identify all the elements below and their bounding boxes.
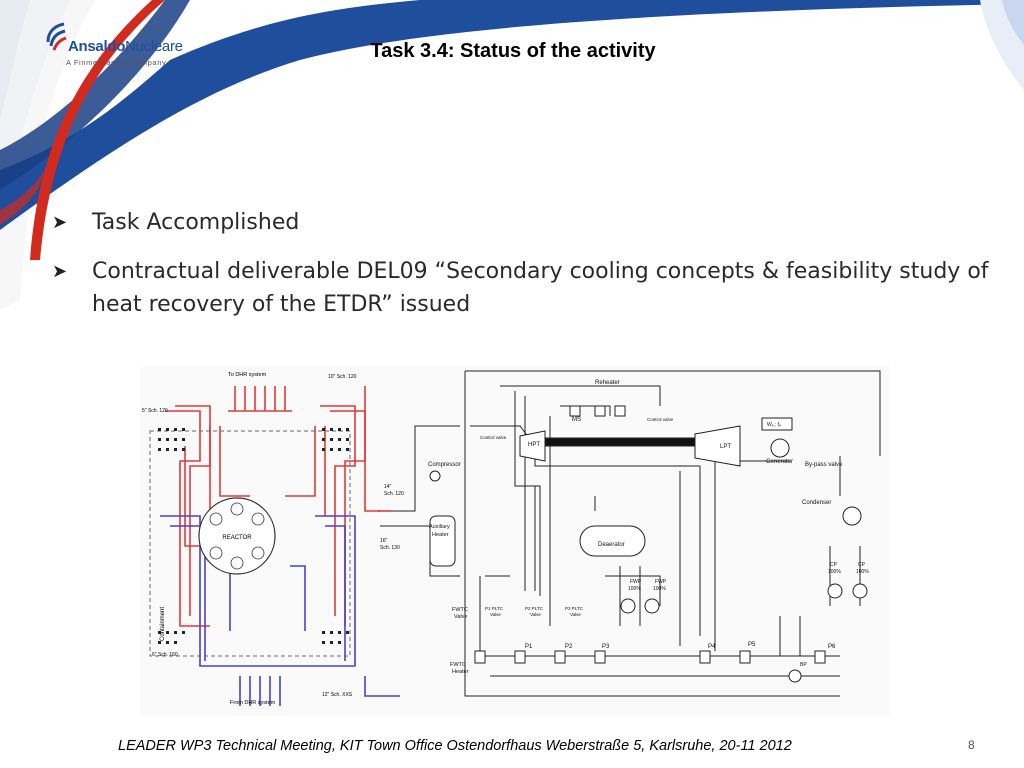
svg-text:100%: 100%	[653, 586, 666, 592]
logo-mark-icon	[46, 22, 67, 51]
hp-turbine	[519, 430, 546, 462]
pipe-label-12: 12" Sch. XXS	[322, 692, 353, 698]
svg-text:FWTC: FWTC	[450, 662, 466, 668]
ansaldo-nucleare-logo: AnsaldoNucleare A Finmeccanica Company	[44, 18, 184, 74]
svg-text:P3 PLTC: P3 PLTC	[565, 606, 584, 611]
footer-text: LEADER WP3 Technical Meeting, KIT Town O…	[118, 738, 792, 754]
svg-text:Auxiliary: Auxiliary	[429, 524, 450, 530]
pipe-label-14b: Sch. 120	[384, 491, 404, 497]
svg-text:Valve: Valve	[530, 612, 541, 617]
svg-text:P3: P3	[602, 644, 610, 650]
condenser-icon	[842, 506, 862, 526]
svg-text:Generator: Generator	[766, 459, 793, 465]
svg-text:P2: P2	[565, 644, 573, 650]
svg-text:Valve: Valve	[490, 612, 501, 617]
svg-text:Condenser: Condenser	[802, 500, 831, 506]
svg-text:LPT: LPT	[720, 444, 731, 450]
pipe-label-16a: 16"	[380, 538, 388, 544]
to-dhr-label: To DHR system	[228, 372, 267, 378]
logo-name-light: Nucleare	[125, 38, 183, 55]
svg-text:100%: 100%	[856, 569, 869, 575]
svg-text:MS: MS	[572, 417, 581, 423]
primary-circuit: REACTOR To DHR system From DHR system 10…	[142, 372, 404, 706]
svg-text:By-pass valve: By-pass valve	[805, 462, 843, 468]
svg-text:P1: P1	[525, 644, 533, 650]
wf-box	[761, 417, 793, 431]
secondary-cooling-schematic: REACTOR To DHR system From DHR system 10…	[140, 366, 890, 716]
svg-text:100%: 100%	[828, 569, 841, 575]
svg-text:Heater: Heater	[452, 669, 469, 675]
pipe-label-10: 10" Sch. 120	[328, 374, 357, 380]
svg-text:Wₑ ; fₑ: Wₑ ; fₑ	[767, 422, 781, 428]
pipe-label-16b: Sch. 130	[380, 545, 400, 551]
compressor-icon	[429, 470, 441, 482]
bullet-text: Task Accomplished	[92, 210, 300, 235]
generator-icon	[770, 438, 790, 458]
svg-text:FWP: FWP	[630, 579, 642, 585]
svg-text:P6: P6	[828, 644, 836, 650]
cp-pump-1	[827, 583, 843, 599]
equipment	[429, 405, 868, 683]
logo-name-bold: Ansaldo	[68, 38, 126, 55]
svg-text:P2 PLTC: P2 PLTC	[525, 606, 544, 611]
svg-text:P4: P4	[708, 644, 716, 650]
reheater-box	[569, 405, 581, 417]
pipe-label-14a: 14"	[384, 484, 392, 490]
svg-text:Deaerator: Deaerator	[598, 542, 625, 548]
bullet-item: ➤ Task Accomplished	[52, 206, 1002, 239]
svg-text:P1 PLTC: P1 PLTC	[485, 606, 504, 611]
lp-turbine	[694, 425, 741, 467]
bullet-text: Contractual deliverable DEL09 “Secondary…	[92, 259, 989, 317]
auxiliary-heater	[429, 515, 456, 567]
reactor-label: REACTOR	[222, 535, 252, 541]
arrow-bullet-icon: ➤	[52, 212, 68, 233]
svg-text:CP: CP	[858, 562, 866, 568]
diagram-labels: Reheater MS HPT LPT Generator By-pass va…	[428, 380, 869, 675]
svg-text:Heater: Heater	[432, 532, 449, 538]
fwp-pump-1	[620, 598, 636, 614]
bullet-list: ➤ Task Accomplished ➤ Contractual delive…	[52, 206, 1002, 337]
svg-text:Reheater: Reheater	[595, 380, 620, 386]
svg-text:Valve: Valve	[570, 612, 581, 617]
cp-pump-2	[852, 583, 868, 599]
svg-text:BP: BP	[800, 662, 807, 668]
page-number: 8	[968, 738, 975, 752]
svg-text:HPT: HPT	[528, 442, 540, 448]
svg-text:Compressor: Compressor	[428, 462, 461, 468]
from-dhr-label: From DHR system	[230, 700, 276, 706]
svg-text:100%: 100%	[628, 586, 641, 592]
svg-text:Valve: Valve	[454, 614, 467, 620]
deaerator-vessel	[579, 525, 646, 557]
bullet-item: ➤ Contractual deliverable DEL09 “Seconda…	[52, 255, 1002, 321]
pipe-label-5: 5" Sch. 120	[142, 408, 168, 414]
logo-subtitle: A Finmeccanica Company	[66, 58, 167, 67]
svg-text:CP: CP	[830, 562, 838, 568]
fwp-pump-2	[644, 598, 660, 614]
svg-text:Control valve: Control valve	[647, 417, 674, 422]
svg-text:Control valve: Control valve	[480, 435, 507, 440]
logo-name: AnsaldoNucleare	[68, 38, 183, 55]
turbine-shaft	[544, 437, 696, 447]
svg-text:P5: P5	[748, 642, 756, 648]
pipe-label-6: 6" Sch. 160	[152, 652, 178, 658]
slide-title: Task 3.4: Status of the activity	[370, 40, 656, 62]
containment-label: Containment	[160, 607, 166, 641]
svg-text:FWTC: FWTC	[452, 607, 468, 613]
svg-text:FWP: FWP	[655, 579, 667, 585]
arrow-bullet-icon: ➤	[52, 261, 68, 282]
